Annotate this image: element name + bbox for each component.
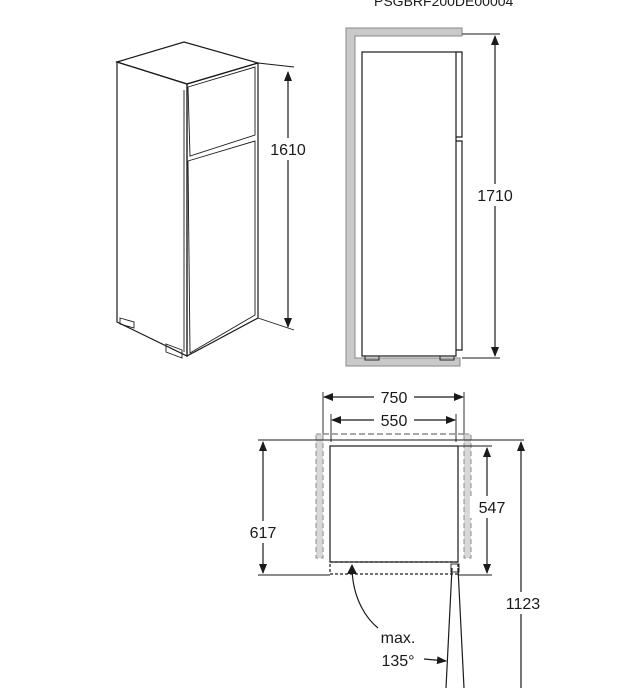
- ext-line-bottom: [257, 317, 295, 331]
- ext-line-top: [257, 62, 295, 68]
- fridge-front-face: [186, 62, 259, 358]
- fridge-body-plan: [329, 445, 459, 563]
- fridge-left-side: [116, 61, 188, 357]
- niche-side-view: 1710: [345, 27, 518, 367]
- dashed-wall-right: [463, 433, 472, 559]
- depth-body-label: 547: [479, 500, 506, 517]
- door-angle-label-line1: max.: [381, 630, 416, 647]
- diagram-code: PSGBRF200DE00004: [374, 0, 514, 9]
- niche-wall: [345, 27, 463, 367]
- fridge-body-side: [361, 51, 457, 357]
- foot-front: [439, 355, 455, 361]
- front-foot-right: [165, 343, 183, 359]
- depth-outer-label: 617: [250, 525, 277, 542]
- freezer-door: [187, 66, 256, 157]
- foot-rear: [364, 355, 380, 361]
- fridge-width-label: 550: [381, 413, 408, 430]
- door-angle-label-line2: 135°: [381, 653, 414, 670]
- total-width-label: 750: [381, 390, 408, 407]
- fridge-3d-view: 1610: [114, 41, 310, 359]
- front-foot-left: [119, 317, 135, 329]
- open-door: [445, 567, 465, 688]
- angle-pointer-arrow: [423, 656, 447, 665]
- fridge-top-face: [114, 41, 261, 85]
- depth-door-open-label: 1123: [506, 596, 541, 613]
- plan-view: 750 550 617 547 1123: [244, 387, 546, 688]
- dashed-wall-left: [315, 433, 324, 559]
- fridge-door: [187, 140, 256, 354]
- arc-arrowhead: [347, 564, 357, 574]
- door-side: [456, 51, 463, 351]
- height-label: 1610: [270, 142, 306, 159]
- niche-height-label: 1710: [477, 188, 513, 205]
- door-hinge: [450, 563, 460, 573]
- door-angle-arc: [351, 565, 379, 629]
